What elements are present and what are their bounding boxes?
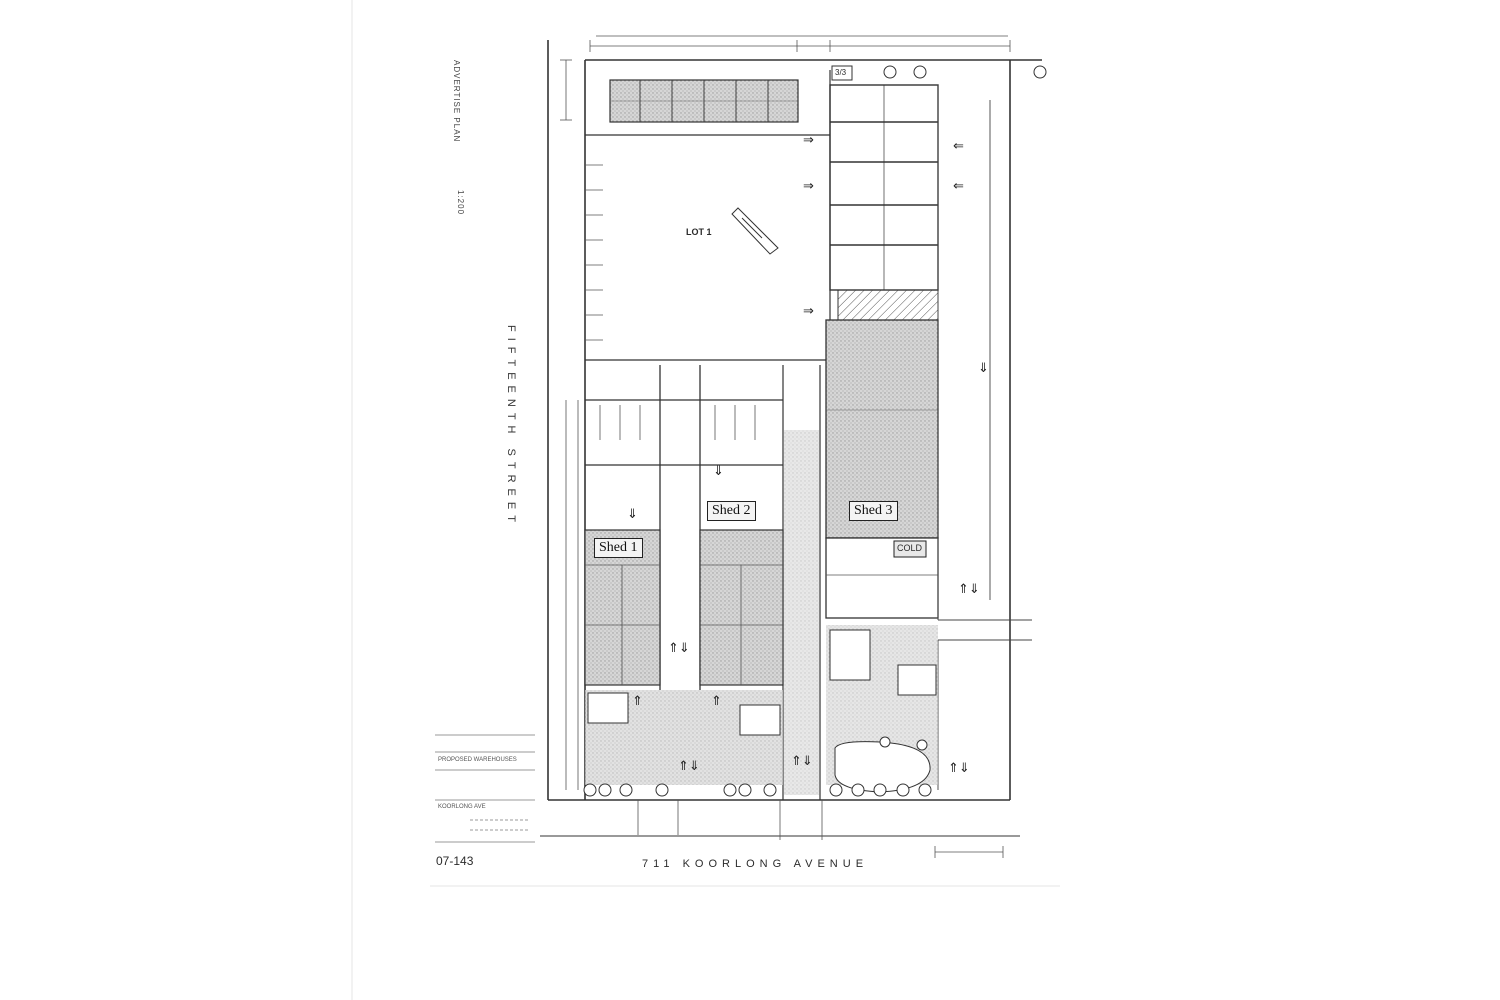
arrow-updown-icon: ⇑⇓	[958, 582, 980, 597]
shed-3-label: Shed 3	[849, 501, 898, 521]
arrow-updown-icon: ⇑⇓	[668, 641, 690, 656]
street-label-front: 711 KOORLONG AVENUE	[642, 858, 869, 870]
arrow-up-icon: ⇑	[711, 694, 722, 709]
arrow-right-icon: ⇒	[803, 133, 814, 148]
vehicle-symbol	[731, 207, 779, 255]
arrow-down-icon: ⇓	[713, 464, 724, 479]
top-box-label: 3/3	[835, 68, 847, 77]
parking-bays-left	[585, 164, 603, 341]
shed-2-block	[699, 529, 784, 686]
cold-box-label: COLD	[897, 543, 923, 553]
arrow-left-icon: ⇐	[953, 179, 964, 194]
driveway-paving	[784, 430, 819, 795]
top-storage-strip	[609, 79, 799, 123]
arrow-right-icon: ⇒	[803, 179, 814, 194]
left-dimensions	[560, 59, 579, 790]
arrow-right-icon: ⇒	[803, 304, 814, 319]
arrow-updown-icon: ⇑⇓	[678, 759, 700, 774]
plan-scale: 1:200	[456, 190, 465, 216]
title-block-line-2: KOORLONG AVE	[438, 804, 486, 810]
drawing-number: 07-143	[436, 854, 474, 868]
arrow-down-icon: ⇓	[978, 361, 989, 376]
street-label-side: FIFTEENTH STREET	[505, 325, 517, 528]
arrow-up-icon: ⇑	[632, 694, 643, 709]
front-trees	[583, 736, 932, 797]
front-forecourt	[585, 625, 938, 793]
bottom-dimensions	[637, 800, 1004, 858]
lot-label: LOT 1	[686, 227, 712, 237]
arrow-down-icon: ⇓	[627, 507, 638, 522]
arrow-left-icon: ⇐	[953, 139, 964, 154]
right-building-top	[829, 65, 939, 291]
shed-3-block	[825, 319, 939, 619]
title-block-line-1: PROPOSED WAREHOUSES	[438, 757, 517, 763]
arrow-updown-icon: ⇑⇓	[948, 761, 970, 776]
shed-1-label: Shed 1	[594, 538, 643, 558]
east-strip	[937, 85, 1032, 790]
top-circles	[883, 65, 1047, 79]
shed-2-label: Shed 2	[707, 501, 756, 521]
title-block	[435, 734, 535, 843]
arrow-updown-icon: ⇑⇓	[791, 754, 813, 769]
plan-title-vertical: ADVERTISE PLAN	[452, 60, 461, 143]
top-dimension	[589, 35, 1011, 52]
parking-bays-shed	[599, 405, 756, 440]
hatched-area	[837, 289, 939, 321]
